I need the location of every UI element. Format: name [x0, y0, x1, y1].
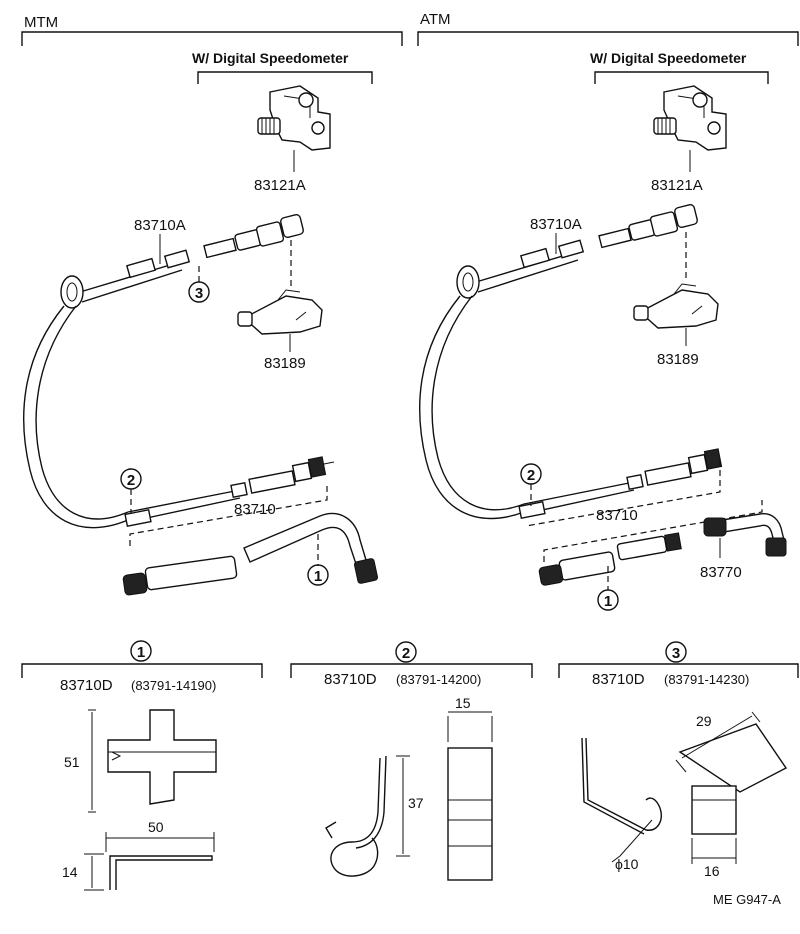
- atm-adapter-drawing: [633, 283, 719, 346]
- clamp-3-dim-diameter: ϕ10: [615, 856, 639, 872]
- mtm-cable-assembly-drawing: [23, 214, 379, 596]
- clamp-3-partno: (83791-14230): [664, 672, 749, 687]
- clamp-3-dim-width: 16: [704, 863, 720, 879]
- mtm-callout-1: 1: [307, 564, 329, 586]
- clamp-1-dim-width: 50: [148, 819, 164, 835]
- figure-code: ME G947-A: [713, 892, 781, 907]
- svg-text:2: 2: [527, 467, 535, 484]
- clamp-1-dim-height: 51: [64, 754, 80, 770]
- atm-section-header: ATM: [417, 11, 799, 46]
- clamp-detail-2: 2 83710D (83791-14200) 37 15: [290, 641, 533, 881]
- clamp-1-callout: 1: [137, 644, 145, 661]
- atm-digital-speedometer-bracket: W/ Digital Speedometer: [590, 50, 769, 84]
- mtm-label: MTM: [24, 14, 58, 31]
- mtm-inner-cable-part-number: 83710A: [134, 217, 186, 234]
- atm-inner-cable-part-number: 83710A: [530, 216, 582, 233]
- atm-adapter-part-number: 83189: [657, 351, 699, 368]
- svg-text:2: 2: [127, 472, 135, 489]
- svg-text:3: 3: [195, 285, 203, 302]
- atm-angle-drive-part-number: 83770: [700, 564, 742, 581]
- atm-callout-2: 2: [520, 463, 542, 506]
- svg-text:1: 1: [604, 593, 612, 610]
- atm-cable-part-number: 83710: [596, 507, 638, 524]
- clamp-3-part: 83710D: [592, 671, 645, 688]
- mtm-adapter-part-number: 83189: [264, 355, 306, 372]
- clamp-2-partno: (83791-14200): [396, 672, 481, 687]
- clamp-3-callout: 3: [672, 645, 680, 662]
- clamp-detail-3: 3 83710D (83791-14230) ϕ10 29 16: [558, 641, 799, 879]
- atm-speed-sensor-drawing: [653, 85, 727, 172]
- clamp-2-callout: 2: [402, 645, 410, 662]
- atm-sensor-part-number: 83121A: [651, 177, 703, 194]
- clamp-2-dim-height: 37: [408, 795, 424, 811]
- mtm-speed-sensor-drawing: [257, 85, 331, 172]
- atm-label: ATM: [420, 11, 451, 28]
- clamp-1-dim-thickness: 14: [62, 864, 78, 880]
- clamp-2-part: 83710D: [324, 671, 377, 688]
- clamp-detail-1: 1 83710D (83791-14190) 51 50 14: [21, 640, 263, 891]
- mtm-cable-part-number: 83710: [234, 501, 276, 518]
- atm-callout-1: 1: [597, 589, 619, 611]
- mtm-section-header: MTM: [21, 14, 403, 46]
- svg-text:1: 1: [314, 568, 322, 585]
- mtm-callout-3: 3: [188, 262, 210, 303]
- mtm-sensor-part-number: 83121A: [254, 177, 306, 194]
- clamp-2-dim-width: 15: [455, 695, 471, 711]
- clamp-3-dim-angle-width: 29: [696, 713, 712, 729]
- mtm-digital-speedometer-bracket: W/ Digital Speedometer: [192, 50, 373, 84]
- mtm-adapter-drawing: [237, 289, 323, 352]
- clamp-1-part: 83710D: [60, 677, 113, 694]
- clamp-1-partno: (83791-14190): [131, 678, 216, 693]
- atm-cable-assembly-drawing: [419, 204, 787, 590]
- mtm-digital-speedometer-label: W/ Digital Speedometer: [192, 50, 349, 66]
- mtm-callout-2: 2: [120, 468, 142, 514]
- atm-digital-speedometer-label: W/ Digital Speedometer: [590, 50, 747, 66]
